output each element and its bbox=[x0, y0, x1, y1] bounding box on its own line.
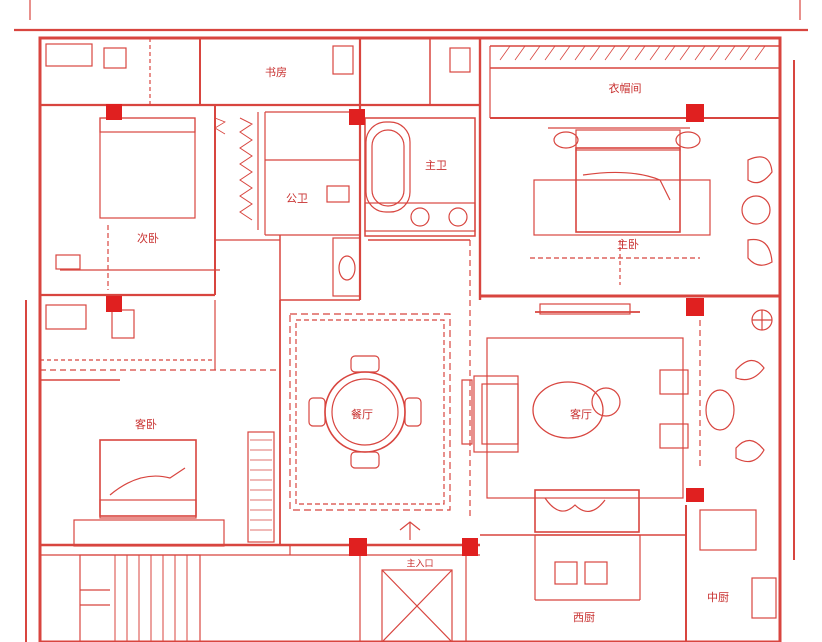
room-label-master-bath: 主卫 bbox=[425, 159, 447, 172]
outer-wall bbox=[38, 36, 782, 642]
room-label-second-bedroom: 次卧 bbox=[137, 232, 159, 245]
room-label-chinese-kitchen: 中厨 bbox=[707, 591, 729, 604]
room-label-study: 书房 bbox=[265, 66, 287, 79]
column-8 bbox=[462, 538, 478, 556]
room-label-main-entrance: 主入口 bbox=[406, 559, 434, 570]
room-label-living-room: 客厅 bbox=[570, 408, 592, 421]
column-6 bbox=[686, 488, 704, 502]
room-label-cloakroom: 衣帽间 bbox=[608, 82, 642, 95]
column-2 bbox=[349, 109, 365, 125]
column-3 bbox=[686, 104, 704, 122]
room-label-guest-bedroom: 客卧 bbox=[135, 418, 157, 431]
room-label-public-bath: 公卫 bbox=[286, 192, 308, 205]
column-4 bbox=[106, 296, 122, 312]
room-label-western-kitchen: 西厨 bbox=[573, 611, 595, 624]
room-label-master-bedroom: 主卧 bbox=[617, 238, 639, 251]
column-7 bbox=[349, 538, 367, 556]
room-label-dining-room: 餐厅 bbox=[351, 408, 373, 421]
column-1 bbox=[106, 104, 122, 120]
column-5 bbox=[686, 298, 704, 316]
